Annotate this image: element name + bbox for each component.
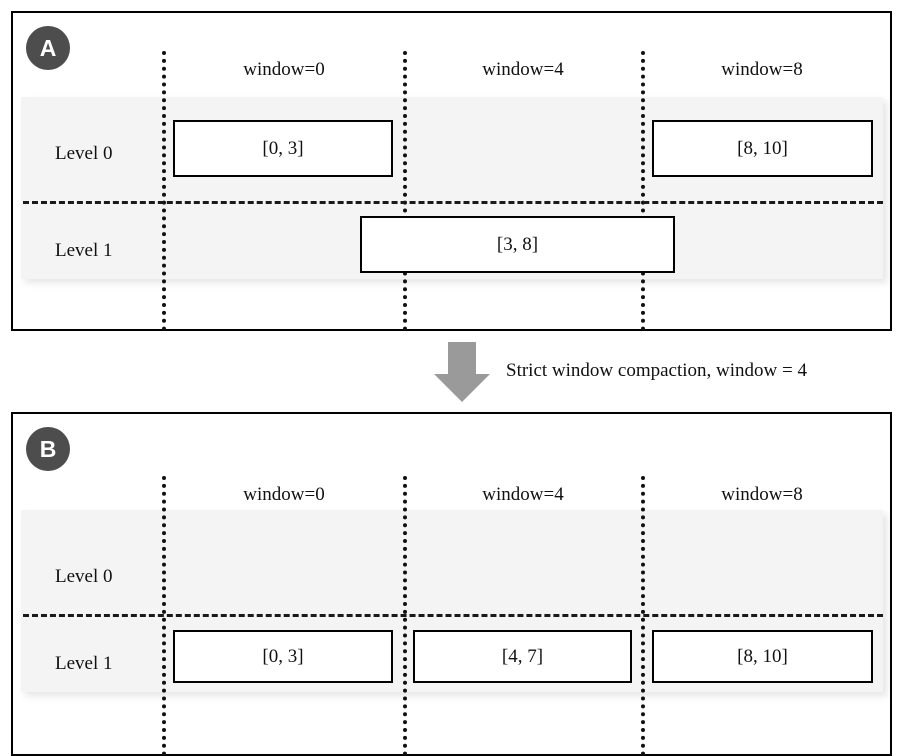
panel-a-column-header-window-0: window=0 bbox=[243, 59, 325, 80]
panel-a-window-divider-2 bbox=[641, 51, 645, 331]
panel-a-column-header-window-4: window=4 bbox=[482, 59, 564, 80]
panel-b-interval-box-level1-window4: [4, 7] bbox=[413, 630, 632, 683]
transition-caption: Strict window compaction, window = 4 bbox=[506, 360, 807, 381]
panel-a-interval-box-level0-window8: [8, 10] bbox=[652, 120, 873, 177]
panel-b-column-header-window-0: window=0 bbox=[243, 484, 325, 505]
panel-b-row-label-level-0: Level 0 bbox=[55, 566, 113, 587]
panel-a-window-divider-0 bbox=[162, 51, 166, 331]
panel-b-row-label-level-1: Level 1 bbox=[55, 653, 113, 674]
panel-a-row-label-level-1: Level 1 bbox=[55, 240, 113, 261]
transition-group: Strict window compaction, window = 4 bbox=[0, 336, 906, 410]
panel-b-column-header-window-8: window=8 bbox=[721, 484, 803, 505]
panel-a-interval-box-level0-window0: [0, 3] bbox=[173, 120, 393, 177]
arrow-down-icon bbox=[434, 342, 490, 402]
panel-a-badge: A bbox=[26, 26, 70, 70]
panel-b: B window=0 window=4 window=8 Level 0 Lev… bbox=[11, 412, 892, 756]
panel-a-window-divider-1 bbox=[403, 51, 407, 331]
panel-b-column-header-window-4: window=4 bbox=[482, 484, 564, 505]
panel-a-row-label-level-0: Level 0 bbox=[55, 143, 113, 164]
panel-a-level-separator bbox=[23, 201, 883, 204]
panel-a: A window=0 window=4 window=8 Level 0 Lev… bbox=[11, 11, 892, 331]
panel-b-badge: B bbox=[26, 427, 70, 471]
panel-b-interval-box-level1-window8: [8, 10] bbox=[652, 630, 873, 683]
panel-b-interval-box-level1-window0: [0, 3] bbox=[173, 630, 393, 683]
panel-b-level-separator bbox=[23, 614, 883, 617]
panel-a-column-header-window-8: window=8 bbox=[721, 59, 803, 80]
panel-a-interval-box-level1-window4: [3, 8] bbox=[360, 216, 675, 273]
